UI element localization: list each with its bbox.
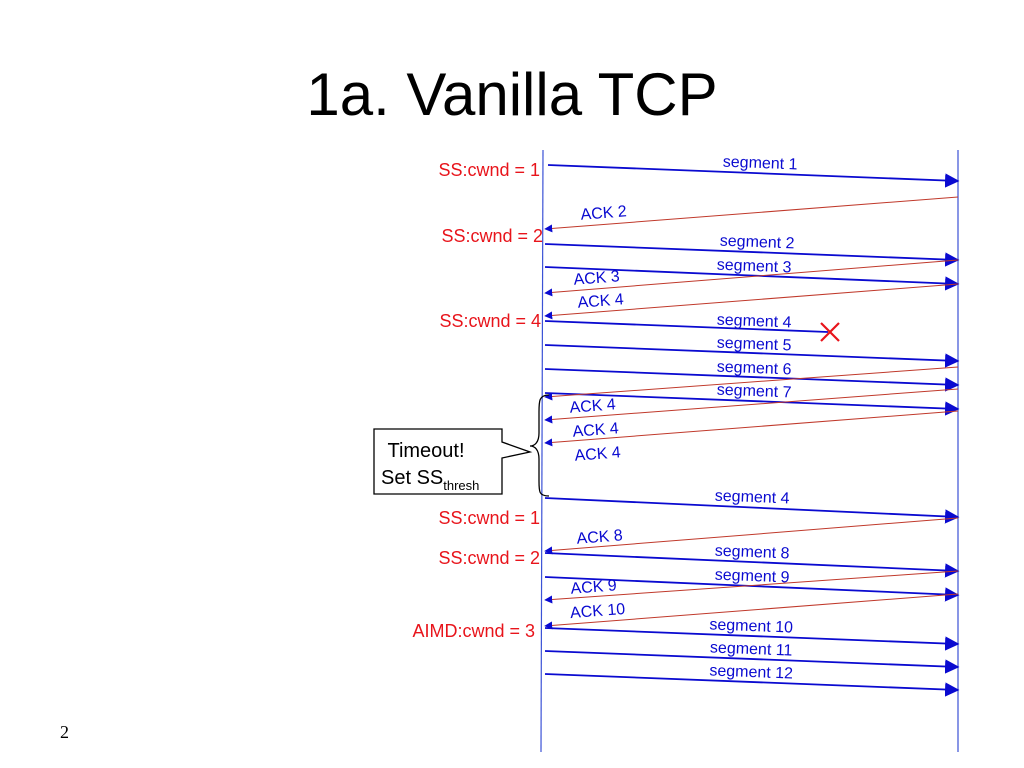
ack-label: ACK 2 xyxy=(580,203,628,224)
segment-label: segment 9 xyxy=(715,567,790,587)
cwnd-label: SS:cwnd = 1 xyxy=(438,160,540,180)
ack-label: ACK 4 xyxy=(569,396,617,417)
segment-label: segment 10 xyxy=(709,616,793,636)
segment-arrow xyxy=(547,164,960,188)
segment-label: segment 4 xyxy=(717,312,792,332)
segment-arrow xyxy=(544,344,960,368)
segment-label: segment 11 xyxy=(710,639,793,659)
segment-arrow xyxy=(544,368,960,392)
segment-arrow xyxy=(544,392,960,416)
segment-label: segment 4 xyxy=(715,488,790,508)
timeout-callout: Timeout! Set SSthresh xyxy=(373,428,533,495)
slide-title: 1a. Vanilla TCP xyxy=(306,61,718,128)
segment-label: segment 5 xyxy=(717,335,792,355)
segment-label: segment 3 xyxy=(717,257,792,277)
cwnd-label: SS:cwnd = 2 xyxy=(441,226,543,246)
cwnd-label: SS:cwnd = 2 xyxy=(438,548,540,568)
ack-arrow xyxy=(544,259,959,297)
ack-arrow xyxy=(544,593,959,630)
ack-arrow xyxy=(544,196,959,233)
timeout-note-line1: Timeout! xyxy=(387,440,464,462)
ack-arrow xyxy=(544,366,959,401)
timeout-brace xyxy=(529,394,550,497)
cwnd-label: SS:cwnd = 4 xyxy=(439,311,541,331)
segment-label: segment 2 xyxy=(720,233,795,253)
x-icon xyxy=(820,322,840,342)
ack-arrow xyxy=(544,410,959,447)
ack-label: ACK 3 xyxy=(573,268,621,289)
segment-arrow-lost xyxy=(544,320,829,333)
ack-arrow xyxy=(544,517,959,555)
timeout-note-line2: Set SSthresh xyxy=(381,467,479,493)
ack-label: ACK 10 xyxy=(570,601,626,622)
segment-arrow xyxy=(544,243,960,267)
segment-label: segment 6 xyxy=(717,359,792,379)
ack-label: ACK 4 xyxy=(577,291,625,312)
segment-arrow xyxy=(544,627,960,651)
segment-label: segment 7 xyxy=(717,382,792,402)
ack-arrow xyxy=(544,388,959,424)
segment-arrow xyxy=(544,552,960,578)
ack-arrow xyxy=(544,283,959,320)
ack-label: ACK 8 xyxy=(576,527,624,548)
cwnd-label: SS:cwnd = 1 xyxy=(438,508,540,528)
page-number: 2 xyxy=(60,722,69,742)
segment-label: segment 1 xyxy=(723,154,798,174)
segment-arrow xyxy=(544,266,960,291)
ack-arrow xyxy=(544,570,959,604)
ack-label: ACK 9 xyxy=(570,577,618,598)
cwnd-label: AIMD:cwnd = 3 xyxy=(412,621,535,641)
ack-label: ACK 4 xyxy=(572,420,620,441)
segment-label: segment 8 xyxy=(715,543,790,563)
sender-timeline xyxy=(540,149,544,753)
segment-label: segment 12 xyxy=(709,662,793,682)
ack-label: ACK 4 xyxy=(574,444,622,465)
segment-arrow xyxy=(544,673,960,697)
segment-arrow xyxy=(544,497,960,524)
segment-arrow xyxy=(544,650,960,674)
